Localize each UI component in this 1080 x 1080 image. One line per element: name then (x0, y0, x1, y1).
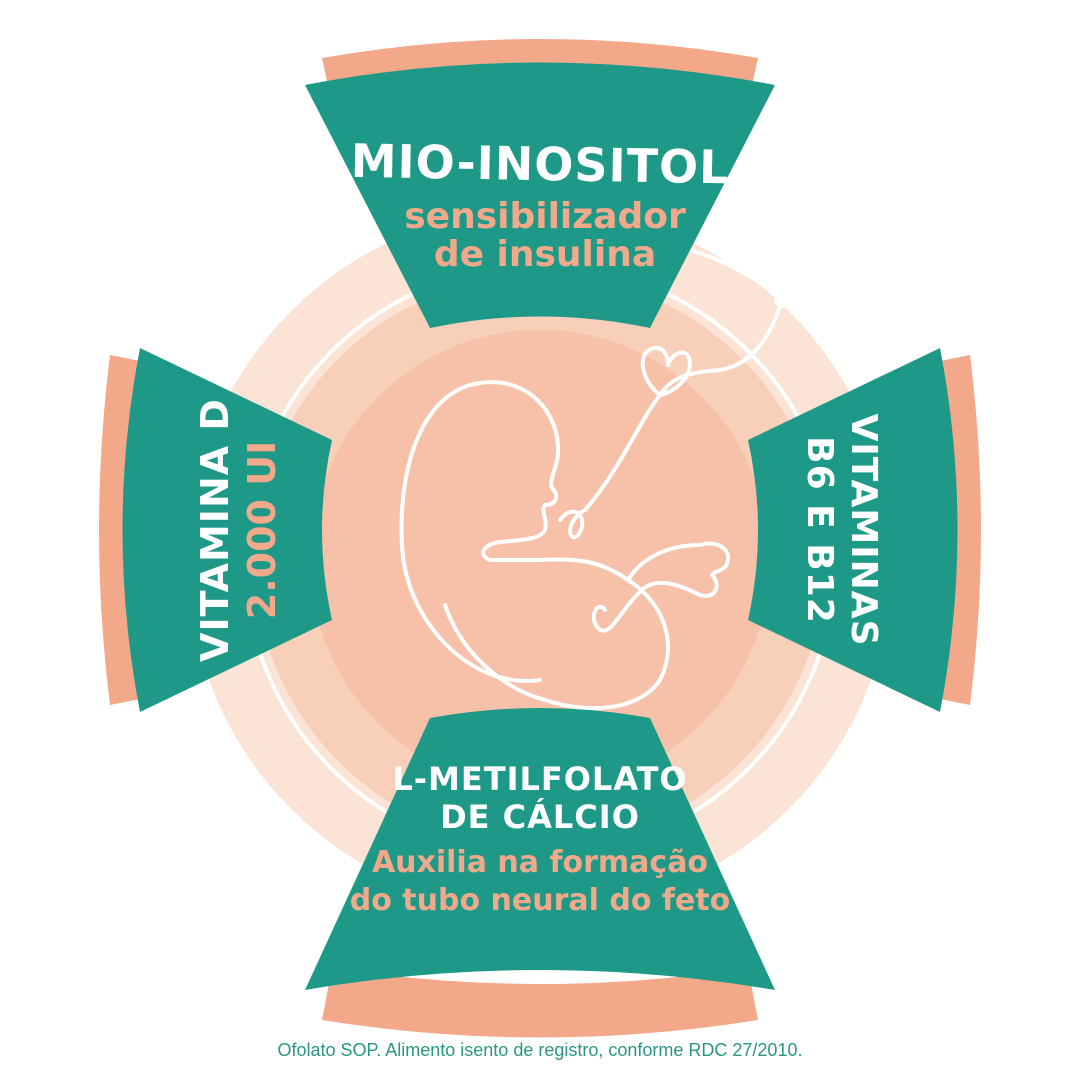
heart-shape (640, 345, 692, 397)
right-panel (748, 348, 958, 712)
top-panel (305, 62, 775, 328)
top-panel-subtitle-2: de insulina (434, 234, 656, 275)
bottom-panel (305, 708, 775, 990)
right-panel-title-1: VITAMINAS (843, 413, 884, 646)
cord-dot (774, 292, 790, 308)
right-panel-title-2: B6 E B12 (799, 436, 840, 624)
bottom-panel-title-2: DE CÁLCIO (440, 798, 640, 836)
cord-arc (688, 248, 784, 302)
top-panel-subtitle-1: sensibilizador (404, 196, 686, 237)
bottom-panel-band (322, 968, 758, 1038)
fetus-head-outline (399, 380, 561, 683)
fetus-with-heart-cord-icon (399, 248, 790, 711)
bottom-panel-title-1: L-METILFOLATO (392, 760, 687, 798)
bottom-panel-subtitle-2: do tubo neural do feto (350, 883, 730, 918)
umbilical-cord (558, 298, 784, 540)
left-panel-subtitle: 2.000 UI (240, 441, 284, 619)
fetus-body-outline (443, 557, 670, 711)
top-panel-title: MIO-INOSITOL (350, 134, 730, 195)
footer-disclaimer: Ofolato SOP. Alimento isento de registro… (277, 1040, 803, 1060)
bottom-panel-subtitle-1: Auxilia na formação (372, 845, 708, 880)
fetus-leg-outline (591, 541, 731, 633)
left-panel (122, 348, 332, 712)
left-panel-title: VITAMINA D (193, 398, 237, 662)
